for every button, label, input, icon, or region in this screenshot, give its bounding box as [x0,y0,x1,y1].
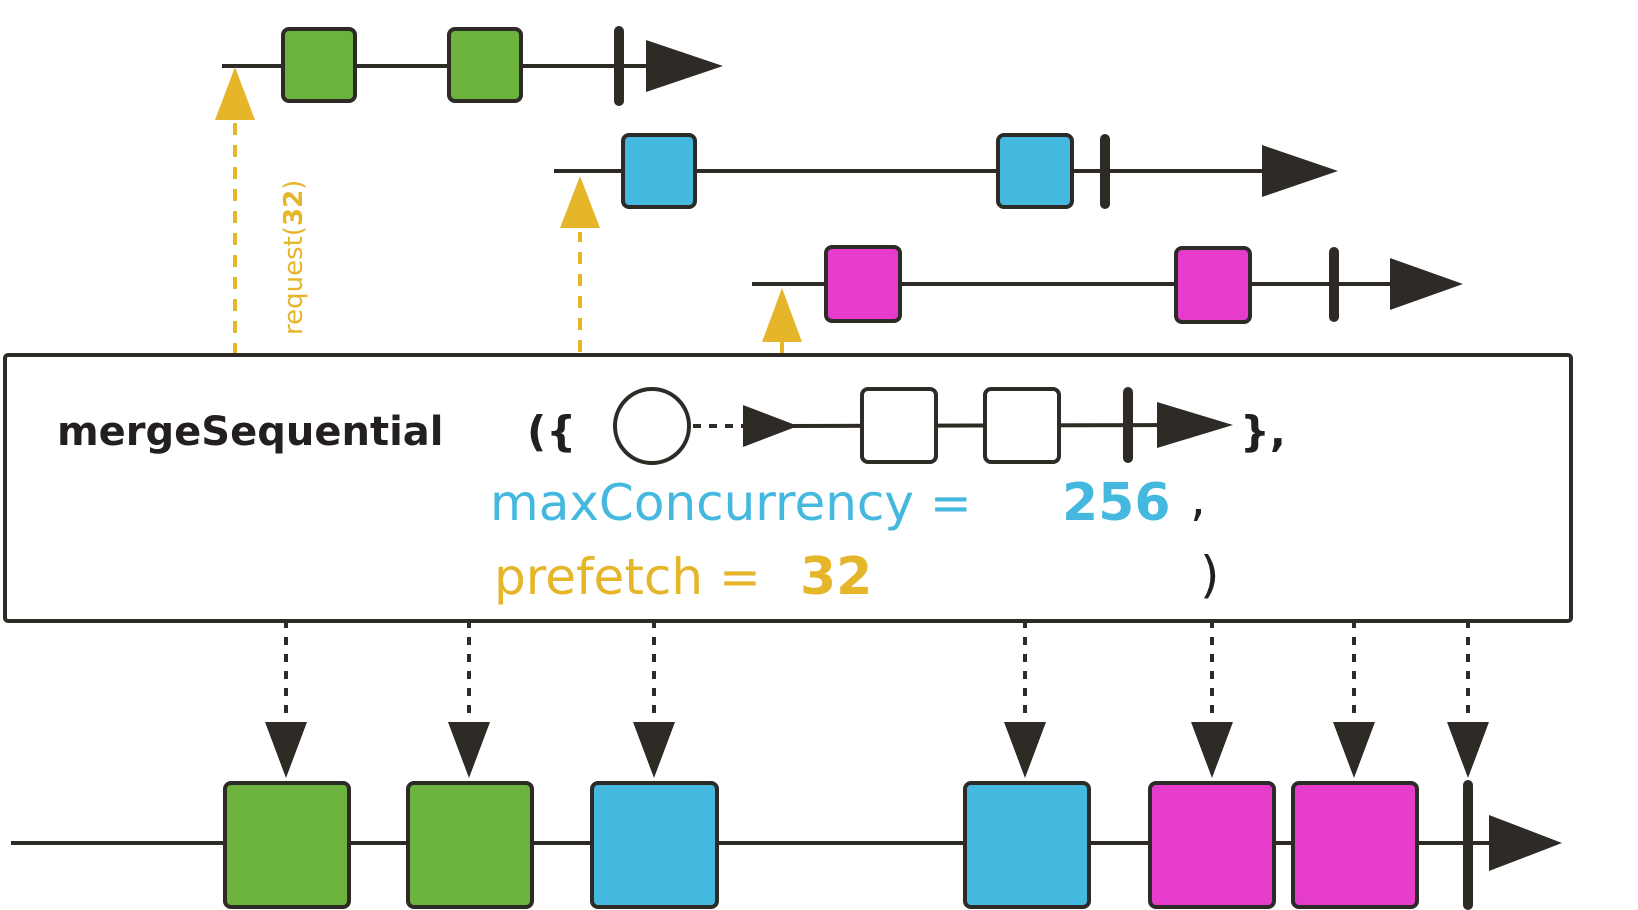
prefetch-value: 32 [800,547,872,607]
request-arrowhead [215,67,255,120]
magenta-item [1174,246,1252,324]
mapping-arrowhead [743,405,798,447]
placeholder-item [983,387,1061,464]
request-arrowhead [762,288,802,342]
emission-arrowhead [1191,722,1233,778]
max-concurrency-label: maxConcurrency = [490,474,972,532]
green-item [447,27,523,103]
timeline-arrowhead [646,40,723,92]
green-item [281,27,357,103]
request-arrows: request(32) [215,67,802,358]
output-blue-item [590,781,719,909]
operator-open-punctuation: ({ [527,407,576,456]
output-green-item [406,781,534,909]
output-blue-item [963,781,1091,909]
inner-source-blue-timeline [554,133,1338,209]
closing-paren: ) [1200,546,1220,604]
blue-item [996,133,1074,209]
output-magenta-item [1291,781,1419,909]
emission-arrowhead [265,722,307,778]
inner-publisher-example [613,387,1233,465]
prefetch-label: prefetch = [494,548,761,606]
output-green-item [223,781,351,909]
operator-close-punctuation: }, [1240,407,1286,456]
request-label: request(32) [279,180,309,335]
timeline-arrowhead [1262,145,1338,197]
operator-name: mergeSequential [57,409,443,455]
placeholder-item [860,387,938,464]
inner-source-magenta-timeline [752,245,1463,324]
emission-arrowhead [448,722,490,778]
timeline-arrowhead [1390,258,1463,310]
emission-arrowhead [1447,722,1489,778]
max-concurrency-value: 256 [1062,473,1171,533]
emission-arrowhead [633,722,675,778]
blue-item [621,133,697,209]
timeline-arrowhead [1489,815,1562,871]
output-magenta-item [1148,781,1276,909]
magenta-item [824,245,902,323]
emission-arrowhead [1004,722,1046,778]
request-arrowhead [560,176,600,228]
param-comma: , [1190,469,1206,527]
inner-timeline-arrowhead [1157,402,1233,448]
source-value-circle [613,387,691,465]
emission-arrowhead [1333,722,1375,778]
operator-box: mergeSequential ({ }, maxConcurrency = 2… [3,353,1573,623]
output-timeline [11,780,1562,910]
emission-arrows [265,620,1489,778]
inner-source-green-timeline [222,26,723,106]
